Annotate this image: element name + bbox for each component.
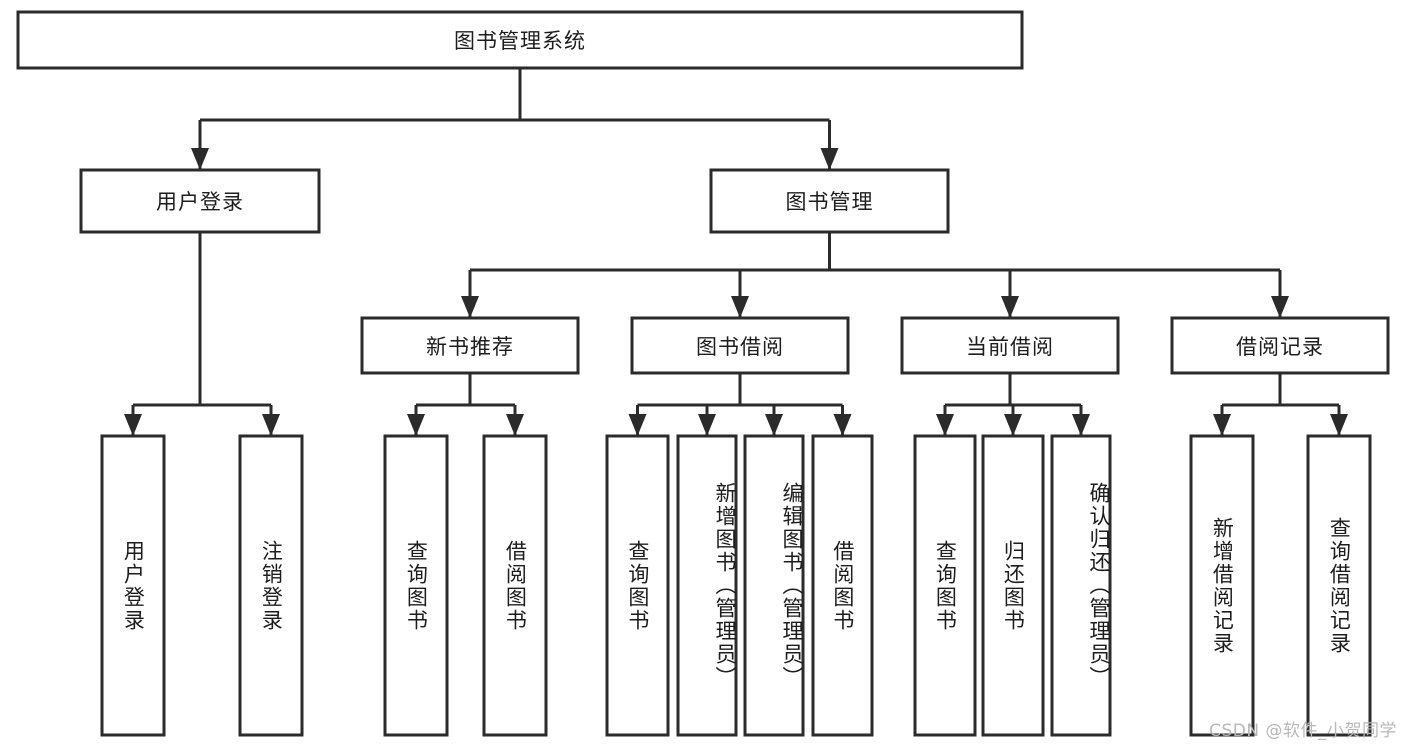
node-label-leaf-3: 借阅图书 [503,539,528,632]
node-label-leaf-5: 新增图书（管理员） [713,482,737,689]
node-level3-3[interactable] [1170,316,1390,375]
node-leaf-10[interactable] [1050,434,1112,737]
node-leaf-2[interactable] [383,434,449,737]
node-leaf-7[interactable] [811,434,874,737]
node-leaf-5[interactable] [676,434,738,737]
node-leaf-11[interactable] [1189,434,1255,737]
node-leaf-12[interactable] [1306,434,1372,737]
node-leaf-3[interactable] [482,434,548,737]
node-level3-2[interactable] [900,316,1120,375]
node-root-book-management-system[interactable] [16,10,1024,70]
node-label-leaf-12: 查询借阅记录 [1327,516,1352,655]
node-leaf-1[interactable] [238,434,304,737]
node-label-level3-1: 图书借阅 [696,334,784,359]
node-label-leaf-6: 编辑图书（管理员） [780,482,804,689]
node-level3-1[interactable] [630,316,850,375]
node-label-leaf-4: 查询图书 [625,539,650,632]
node-label-level3-3: 借阅记录 [1236,334,1324,359]
node-label-level2-0: 用户登录 [156,190,244,214]
node-label-leaf-7: 借阅图书 [830,539,855,632]
node-level2-0[interactable] [79,168,321,234]
node-label-root: 图书管理系统 [454,29,586,53]
node-leaf-8[interactable] [913,434,977,737]
node-leaf-4[interactable] [605,434,670,737]
node-label-leaf-8: 查询图书 [933,539,958,632]
node-leaf-6[interactable] [743,434,805,737]
node-label-level3-2: 当前借阅 [966,334,1054,359]
node-leaf-9[interactable] [981,434,1045,737]
node-label-level3-0: 新书推荐 [426,334,514,359]
node-level3-0[interactable] [360,316,580,375]
node-label-leaf-1: 注销登录 [259,539,284,632]
node-label-leaf-9: 归还图书 [1001,539,1026,632]
node-leaf-0[interactable] [100,434,166,737]
node-level2-1[interactable] [709,168,950,234]
nodes-layer [16,10,1390,737]
node-label-level2-1: 图书管理 [785,190,874,214]
node-label-leaf-0: 用户登录 [121,539,146,632]
node-label-leaf-11: 新增借阅记录 [1210,516,1235,655]
node-label-leaf-2: 查询图书 [404,539,429,632]
edges-layer [124,68,1348,436]
node-label-leaf-10: 确认归还（管理员） [1087,482,1111,689]
